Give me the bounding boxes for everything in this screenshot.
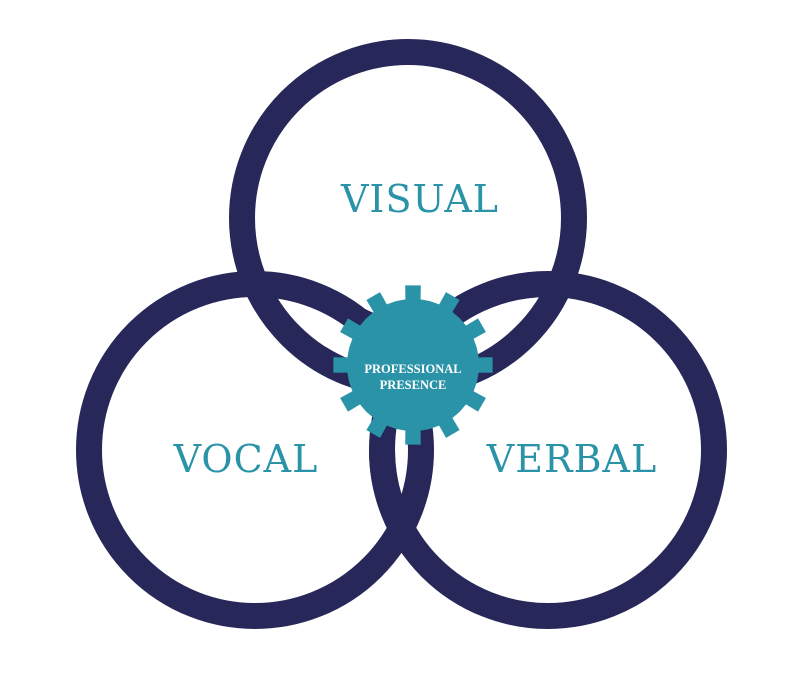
verbal-label: VERBAL xyxy=(486,437,657,481)
professional-presence-label-line2: PRESENCE xyxy=(380,378,447,392)
verbal-circle-overlap-segment xyxy=(368,449,422,552)
gear-icon xyxy=(333,285,493,445)
visual-label: VISUAL xyxy=(340,177,499,221)
vocal-label: VOCAL xyxy=(173,437,319,481)
vocal-circle xyxy=(76,271,434,629)
professional-presence-label-line1: PROFESSIONAL xyxy=(364,362,461,376)
